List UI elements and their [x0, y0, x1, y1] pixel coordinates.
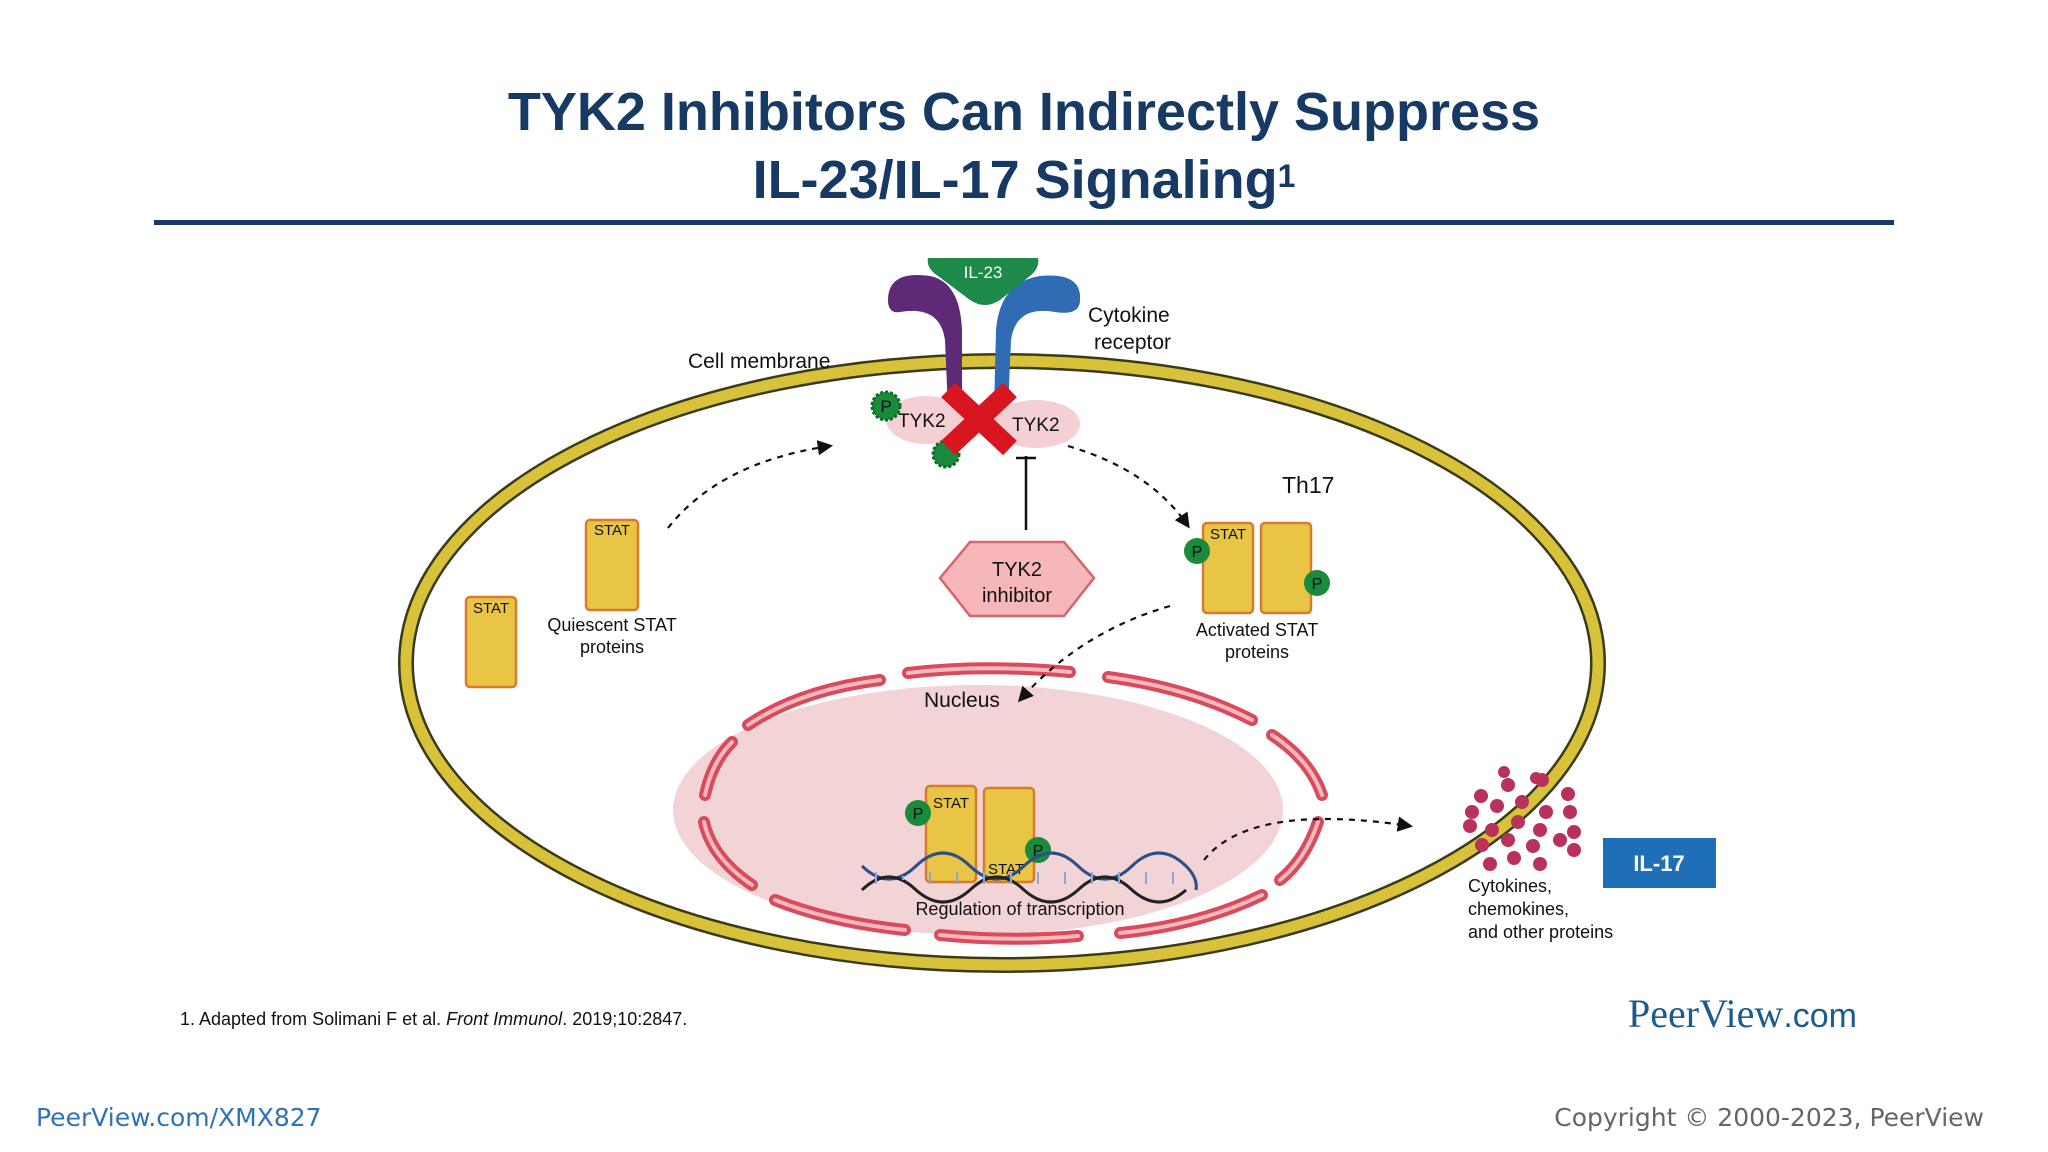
il17-box — [1603, 838, 1716, 888]
cytokines-label-2: chemokines, — [1468, 899, 1569, 919]
stat-nuclear-2 — [982, 786, 1036, 884]
nucleus-label: Nucleus — [924, 689, 1000, 712]
arrow-nucleus-to-il17 — [1203, 816, 1414, 861]
phospho-tyk2-top-label: P — [880, 397, 891, 416]
phospho-stat-2: P — [1304, 570, 1330, 596]
stat-quiescent-1 — [584, 518, 640, 612]
il17-label: IL-17 — [1633, 851, 1684, 876]
slide-title: TYK2 Inhibitors Can Indirectly Suppress … — [0, 78, 2048, 214]
activated-label-1: Activated STAT — [1196, 620, 1318, 640]
footer-link[interactable]: PeerView.com/XMX827 — [36, 1103, 322, 1132]
phospho-nuclear-2-label: P — [1033, 843, 1044, 860]
tyk2-inhibitor-label-1: TYK2 — [992, 559, 1042, 581]
tyk2-right-label: TYK2 — [1012, 415, 1060, 436]
stat-activated-1-label: STAT — [1210, 526, 1246, 543]
quiescent-label-1: Quiescent STAT — [547, 615, 676, 635]
nucleus — [673, 685, 1283, 935]
secreted-proteins-icon — [1463, 766, 1581, 871]
peerview-logo: PeerView.com — [1628, 990, 1857, 1037]
title-line-2: IL-23/IL-17 Signaling1 — [0, 146, 2048, 214]
stat-quiescent-1-label: STAT — [594, 522, 630, 539]
title-line-1: TYK2 Inhibitors Can Indirectly Suppress — [507, 82, 1541, 142]
reference-prefix: 1. Adapted from Solimani F et al. — [180, 1009, 447, 1029]
reference-citation: 1. Adapted from Solimani F et al. Front … — [180, 1009, 687, 1030]
cell-membrane-label: Cell membrane — [688, 350, 830, 373]
phospho-tyk2-top: P — [870, 390, 902, 422]
arrow-receptor-to-activated — [1067, 444, 1190, 529]
inhibition-cross-icon — [941, 382, 1017, 456]
il23-label: IL-23 — [964, 263, 1003, 282]
stat-activated-2 — [1259, 521, 1313, 615]
quiescent-label-2: proteins — [580, 637, 644, 657]
cytokines-label-1: Cytokines, — [1468, 876, 1552, 896]
phospho-nuclear-1: P — [905, 800, 931, 826]
cytokine-receptor-label-2: receptor — [1094, 331, 1171, 354]
th17-label: Th17 — [1282, 472, 1334, 498]
footer-copyright: Copyright © 2000-2023, PeerView — [1554, 1103, 1984, 1132]
arrow-stat-to-receptor — [667, 440, 834, 529]
tyk2-left — [886, 396, 966, 444]
stat-nuclear-1-label: STAT — [933, 795, 969, 812]
phospho-stat-2-label: P — [1312, 576, 1323, 593]
activated-label-2: proteins — [1225, 642, 1289, 662]
phospho-stat-1-label: P — [1192, 544, 1203, 561]
nuclear-envelope-inner — [702, 666, 1324, 941]
brand-name: PeerView — [1628, 991, 1784, 1036]
cytokines-label-3: and other proteins — [1468, 922, 1613, 942]
il23-ligand — [927, 258, 1039, 305]
stat-quiescent-2-label: STAT — [473, 600, 509, 617]
tyk2-inhibitor-label-2: inhibitor — [982, 585, 1052, 607]
arrow-activated-to-nucleus — [1017, 604, 1171, 703]
tyk2-left-label: TYK2 — [898, 411, 946, 432]
cytokine-receptor-label-1: Cytokine — [1088, 304, 1170, 327]
phospho-nuclear-2: P — [1025, 837, 1051, 863]
reference-journal: Front Immunol — [446, 1009, 563, 1029]
dna-helix-icon — [860, 851, 1198, 904]
stat-activated-1 — [1201, 521, 1255, 615]
tyk2-right — [992, 400, 1080, 448]
title-divider — [154, 220, 1894, 225]
title-superscript: 1 — [1277, 158, 1296, 194]
phospho-stat-1: P — [1184, 538, 1210, 564]
phospho-nuclear-1-label: P — [913, 806, 924, 823]
tyk2-inhibitor-shape — [938, 540, 1096, 618]
regulation-label: Regulation of transcription — [915, 899, 1124, 919]
reference-suffix: . 2019;10:2847. — [562, 1009, 688, 1029]
brand-suffix: .com — [1783, 997, 1857, 1035]
receptor-chain-blue — [994, 275, 1081, 410]
title-line-2-text: IL-23/IL-17 Signaling — [752, 150, 1278, 210]
stat-nuclear-1 — [924, 784, 978, 884]
stat-quiescent-2 — [464, 595, 518, 689]
receptor-chain-purple — [888, 275, 962, 410]
